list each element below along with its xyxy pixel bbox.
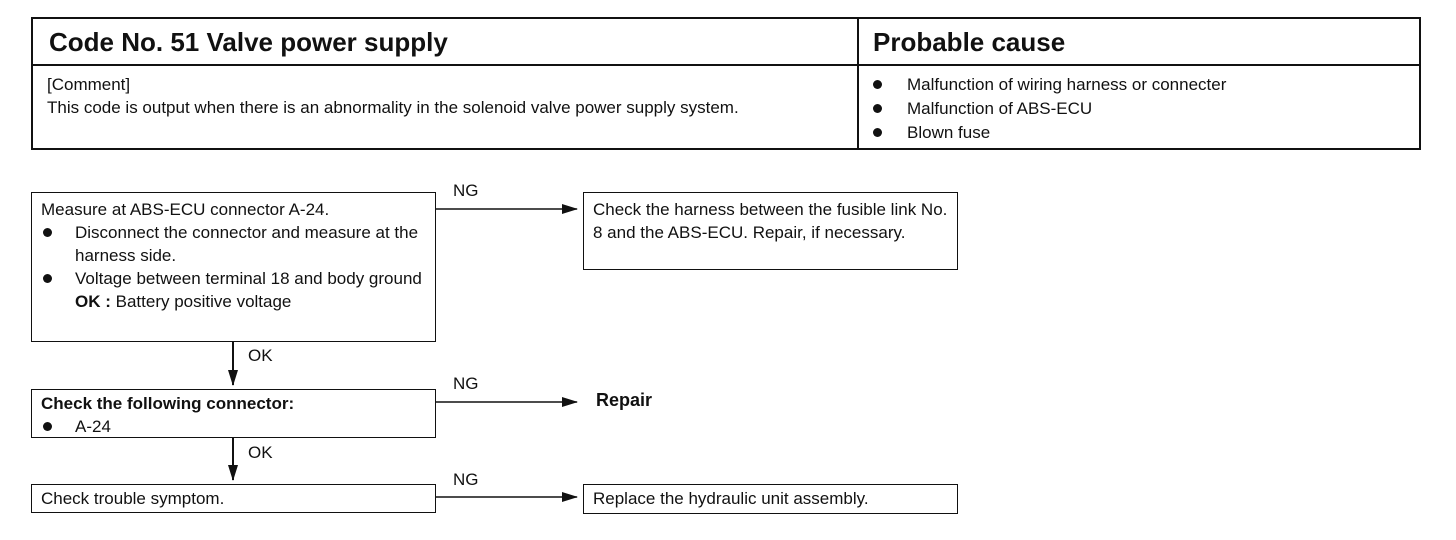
cause-item: Malfunction of wiring harness or connect… xyxy=(871,73,1226,97)
ng-label: NG xyxy=(453,374,479,393)
step1-ng-action-box: Check the harness between the fusible li… xyxy=(583,192,958,270)
step2-title: Check the following connector: xyxy=(41,394,295,413)
bullet-icon xyxy=(873,104,882,113)
step2-connector-box: Check the following connector: A-24 xyxy=(31,389,436,438)
ok-label: OK xyxy=(248,443,273,462)
bullet-icon xyxy=(873,128,882,137)
header-column-divider xyxy=(857,19,859,148)
step1-measure-box: Measure at ABS-ECU connector A-24. Disco… xyxy=(31,192,436,342)
code-header-table: Code No. 51 Valve power supply Probable … xyxy=(31,17,1421,150)
step1-ok-criteria: OK : Battery positive voltage xyxy=(75,292,292,311)
probable-cause-title: Probable cause xyxy=(873,27,1066,57)
bullet-icon xyxy=(43,274,52,283)
ng-label: NG xyxy=(453,470,479,489)
cause-item: Blown fuse xyxy=(871,121,1226,145)
bullet-icon xyxy=(43,228,52,237)
step1-bullet: Disconnect the connector and measure at … xyxy=(41,221,426,267)
code-title: Code No. 51 Valve power supply xyxy=(49,27,448,57)
bullet-icon xyxy=(873,80,882,89)
ok-label: OK xyxy=(248,346,273,365)
ng-label: NG xyxy=(453,181,479,200)
bullet-icon xyxy=(43,422,52,431)
comment-section: [Comment] This code is output when there… xyxy=(47,73,847,119)
step2-bullet: A-24 xyxy=(41,415,426,438)
step3-symptom-box: Check trouble symptom. xyxy=(31,484,436,513)
step1-title: Measure at ABS-ECU connector A-24. xyxy=(41,200,330,219)
comment-text: This code is output when there is an abn… xyxy=(47,98,739,117)
step3-ng-action-box: Replace the hydraulic unit assembly. xyxy=(583,484,958,514)
probable-cause-list: Malfunction of wiring harness or connect… xyxy=(871,73,1226,145)
step1-bullet: Voltage between terminal 18 and body gro… xyxy=(41,267,426,290)
cause-item: Malfunction of ABS-ECU xyxy=(871,97,1226,121)
comment-label: [Comment] xyxy=(47,75,131,94)
header-title-row xyxy=(33,19,1419,66)
step2-ng-action: Repair xyxy=(596,390,653,410)
